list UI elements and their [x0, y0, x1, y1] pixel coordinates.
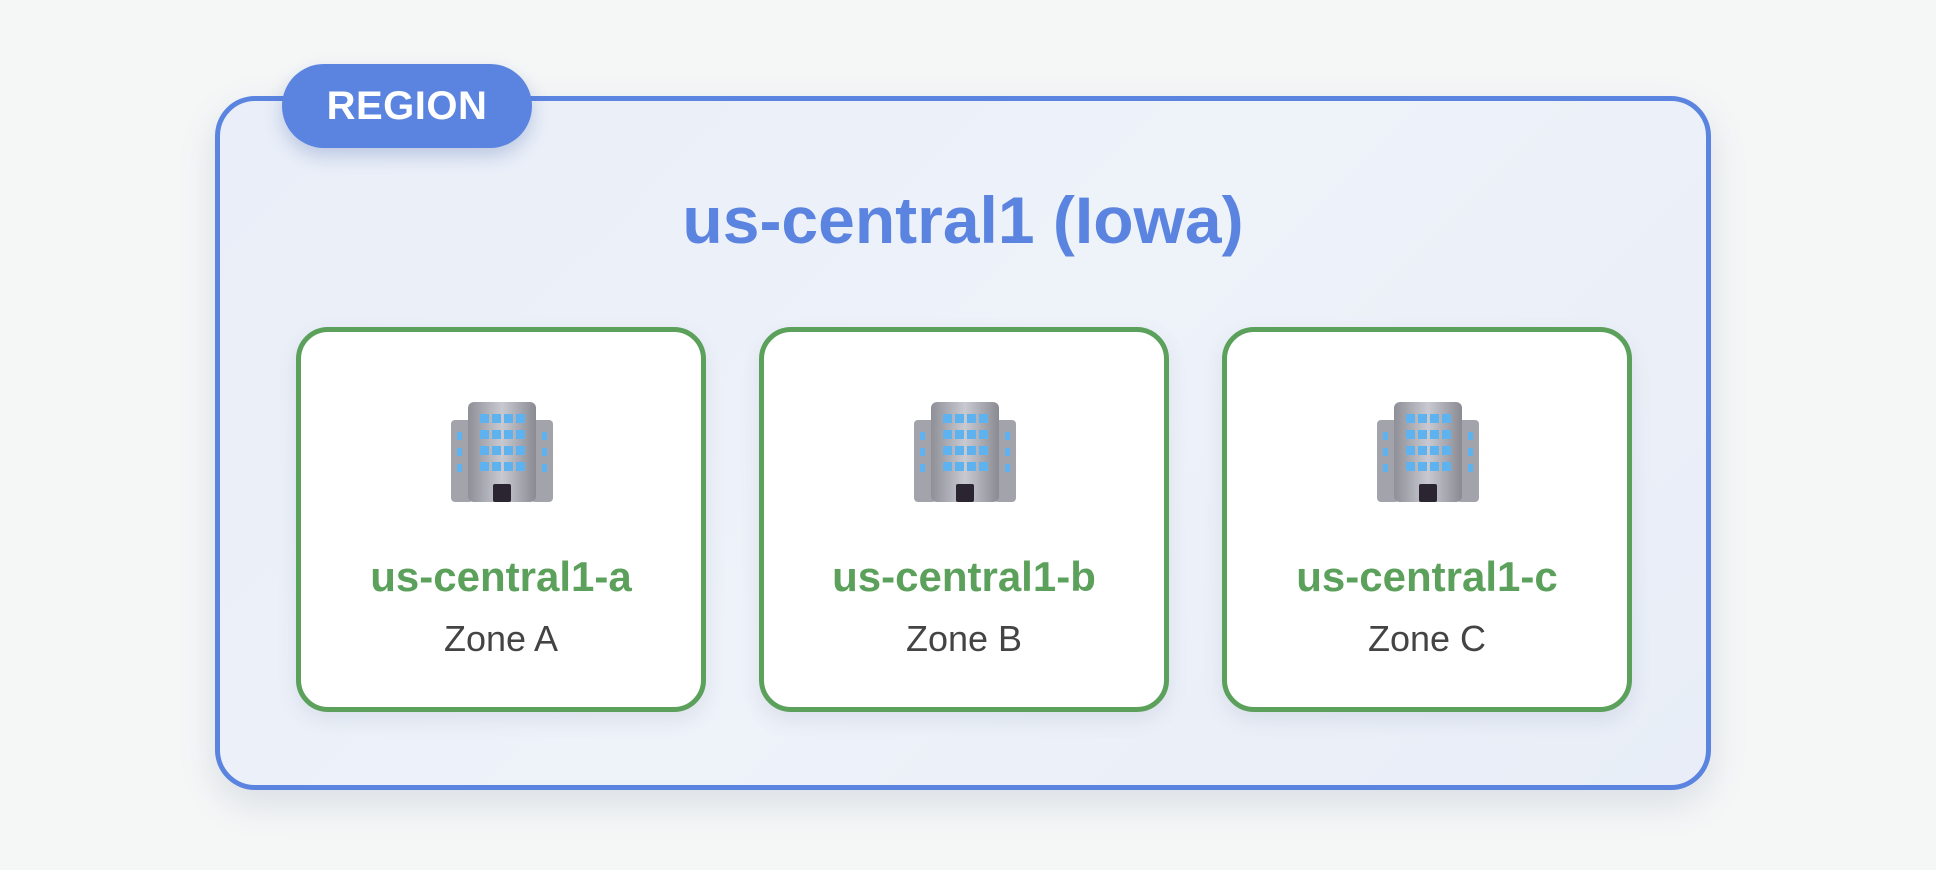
region-badge: REGION: [282, 64, 532, 148]
zone-card-a: us-central1-a Zone A: [296, 327, 706, 712]
zone-card-c: us-central1-c Zone C: [1222, 327, 1632, 712]
zone-name: us-central1-c: [1296, 553, 1558, 600]
building-icon: [1377, 402, 1479, 502]
zone-name: us-central1-b: [832, 553, 1096, 600]
region-title: us-central1 (Iowa): [682, 183, 1244, 257]
building-icon: [451, 402, 553, 502]
zone-label: Zone C: [1367, 618, 1487, 659]
zone-card-b: us-central1-b Zone B: [759, 327, 1169, 712]
zone-label: Zone A: [443, 618, 559, 659]
zone-label: Zone B: [905, 618, 1023, 659]
zone-name: us-central1-a: [370, 553, 632, 600]
building-icon: [914, 402, 1016, 502]
